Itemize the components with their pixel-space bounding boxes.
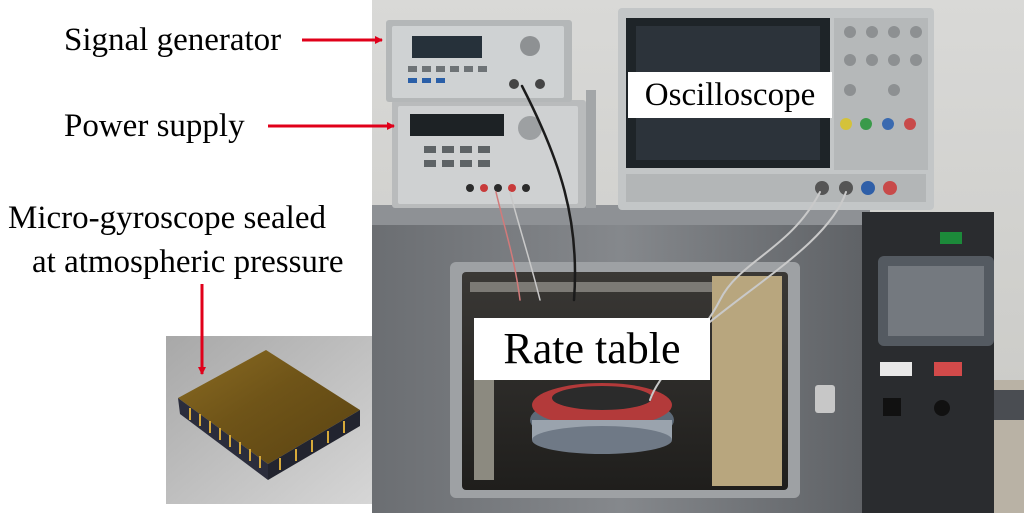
power-supply-label: Power supply: [64, 108, 245, 144]
micro-gyroscope-label-line2: at atmospheric pressure: [32, 244, 344, 280]
control-panel: [862, 212, 994, 513]
rate-table-label: Rate table: [474, 318, 710, 380]
signal-generator-label: Signal generator: [64, 22, 282, 58]
micro-gyroscope-inset: [166, 336, 372, 504]
annotation-arrows: [198, 36, 395, 375]
oscilloscope-label: Oscilloscope: [628, 72, 832, 118]
power-supply-device: [392, 90, 596, 208]
rate-table-chamber: [372, 205, 870, 513]
signal-generator-device: [386, 20, 572, 102]
micro-gyroscope-label-line1: Micro-gyroscope sealed: [8, 200, 326, 236]
